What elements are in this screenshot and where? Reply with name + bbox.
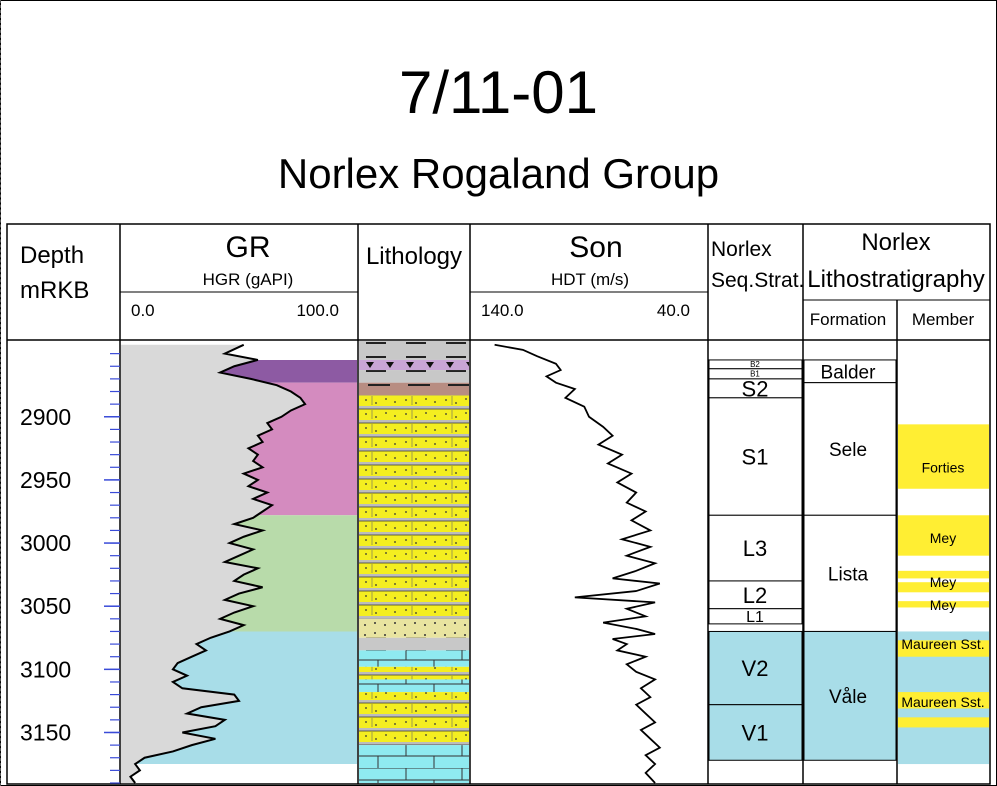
frame-dashed-edge bbox=[0, 0, 2, 786]
member-band bbox=[898, 515, 989, 556]
member-band bbox=[898, 424, 989, 489]
lithology-interval bbox=[359, 382, 469, 396]
seqstrat-unit bbox=[708, 580, 803, 610]
member-band bbox=[898, 570, 989, 579]
sonic-curve bbox=[494, 343, 662, 784]
seqstrat-unit bbox=[708, 630, 803, 706]
member-label: Maureen Sst. bbox=[901, 636, 984, 652]
member-header: Member bbox=[912, 310, 975, 329]
depth-header-line1: Depth bbox=[20, 242, 84, 269]
seqstrat-label: L1 bbox=[746, 609, 764, 626]
lithology-interval bbox=[359, 745, 469, 783]
member-band bbox=[898, 640, 989, 657]
member-band bbox=[898, 601, 989, 608]
depth-header-line2: mRKB bbox=[20, 277, 89, 304]
seqstrat-unit bbox=[708, 704, 803, 761]
member-band bbox=[898, 582, 989, 593]
member-band bbox=[898, 692, 989, 709]
seqstrat-header-line2: Seq.Strat. bbox=[711, 269, 804, 292]
member-band bbox=[898, 717, 989, 728]
member-label: Mey bbox=[930, 597, 956, 613]
seqstrat-label: V1 bbox=[742, 720, 769, 745]
depth-tick-label: 2900 bbox=[20, 404, 71, 430]
lithology-interval bbox=[359, 341, 469, 360]
lithology-interval bbox=[359, 692, 469, 746]
seqstrat-label: L2 bbox=[743, 583, 767, 608]
seqstrat-label: B2 bbox=[750, 360, 760, 369]
formation-unit bbox=[803, 630, 897, 761]
depth-tick-label: 3150 bbox=[20, 719, 71, 745]
gr-zone-fill bbox=[220, 515, 357, 632]
formation-label: Våle bbox=[829, 687, 867, 708]
gr-zone-fill bbox=[220, 359, 357, 383]
sonic-track bbox=[494, 343, 662, 784]
gr-zone-fill bbox=[135, 631, 357, 765]
member-label: Forties bbox=[922, 459, 965, 475]
son-scale-max: 40.0 bbox=[657, 301, 690, 320]
member-label: Mey bbox=[930, 530, 956, 546]
member-label: Mey bbox=[930, 574, 956, 590]
well-title: 7/11-01 bbox=[398, 59, 599, 126]
seqstrat-unit bbox=[708, 514, 803, 582]
son-scale-min: 140.0 bbox=[481, 301, 524, 320]
gr-curve-label: HGR (gAPI) bbox=[203, 270, 294, 289]
depth-tick-label: 3000 bbox=[20, 530, 71, 556]
son-header-title: Son bbox=[569, 231, 622, 264]
formation-label: Sele bbox=[829, 440, 867, 461]
depth-tick-label: 3050 bbox=[20, 593, 71, 619]
depth-tick-label: 3100 bbox=[20, 656, 71, 682]
seqstrat-label: S1 bbox=[742, 444, 769, 469]
gr-curve bbox=[129, 343, 307, 784]
formation-unit bbox=[803, 514, 897, 632]
seqstrat-label: V2 bbox=[742, 656, 769, 681]
seqstrat-label: S2 bbox=[742, 376, 769, 401]
group-title: Norlex Rogaland Group bbox=[277, 150, 720, 197]
member-label: Maureen Sst. bbox=[901, 694, 984, 710]
gr-scale-min: 0.0 bbox=[131, 301, 155, 320]
lithology-interval bbox=[359, 679, 469, 693]
log-table-border bbox=[6, 223, 991, 785]
lithology-interval bbox=[359, 637, 469, 651]
son-curve-label: HDT (m/s) bbox=[551, 270, 629, 289]
gr-header-title: GR bbox=[226, 231, 271, 264]
gr-shale-fill bbox=[121, 344, 306, 783]
lithology-interval bbox=[359, 395, 469, 619]
gr-scale-max: 100.0 bbox=[296, 301, 339, 320]
seqstrat-unit bbox=[708, 608, 803, 625]
depth-track: 2900 2950 3000 3050 3100 3150 bbox=[20, 353, 120, 784]
lithostrat-header-line1: Norlex bbox=[861, 229, 930, 256]
gr-track bbox=[121, 343, 357, 784]
formation-label: Lista bbox=[828, 564, 869, 585]
lithology-interval bbox=[359, 650, 469, 667]
lithology-interval bbox=[359, 370, 469, 383]
formation-label: Balder bbox=[821, 362, 877, 383]
seqstrat-unit bbox=[708, 397, 803, 516]
lithology-track bbox=[359, 341, 469, 783]
seqstrat-label: B1 bbox=[750, 370, 760, 379]
lithology-header: Lithology bbox=[366, 243, 462, 270]
formation-header: Formation bbox=[810, 310, 887, 329]
gr-zone-fill bbox=[243, 382, 357, 516]
lithology-interval bbox=[359, 618, 469, 638]
lithology-interval bbox=[359, 666, 469, 680]
lithostrat-header-line2: Lithostratigraphy bbox=[807, 266, 984, 293]
lithology-interval bbox=[359, 359, 469, 371]
seqstrat-header-line1: Norlex bbox=[711, 238, 772, 261]
seqstrat-label: L3 bbox=[743, 536, 767, 561]
depth-tick-label: 2950 bbox=[20, 467, 71, 493]
